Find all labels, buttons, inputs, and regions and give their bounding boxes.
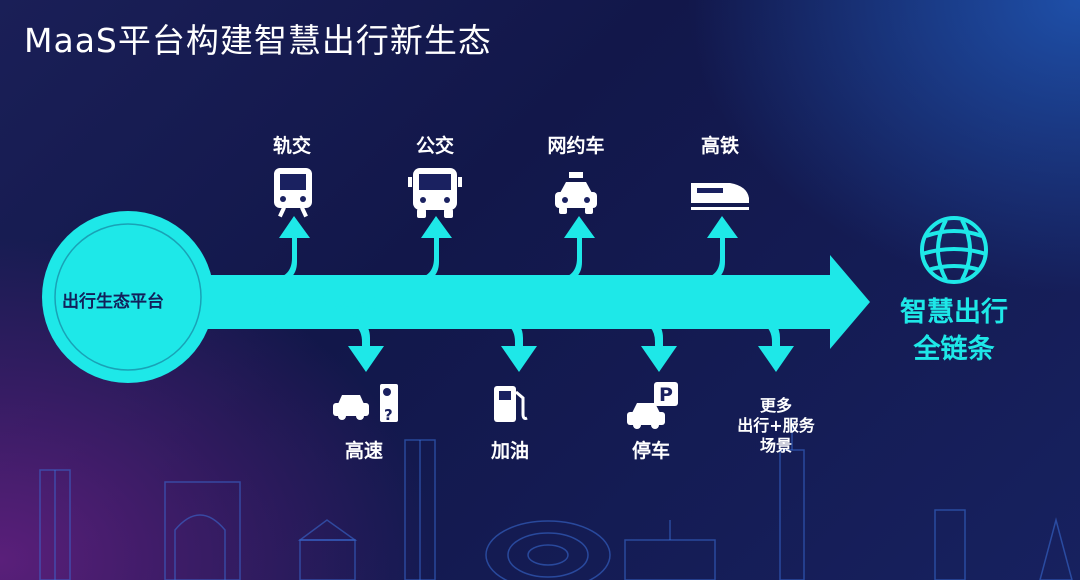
branch-up-taxi: [553, 216, 595, 284]
branch-down-toll: [335, 314, 384, 372]
main-arrow-shaft: [200, 275, 832, 329]
destination-label: 智慧出行 全链条: [880, 294, 1028, 368]
bus-icon: [408, 168, 462, 218]
svg-text:?: ?: [384, 406, 393, 424]
upper-label-taxi: 网约车: [547, 135, 605, 157]
more-line-3: 场景: [759, 436, 792, 455]
taxi-icon: [555, 172, 597, 214]
branch-up-rail: [696, 216, 738, 284]
destination-line-2: 全链条: [913, 334, 995, 365]
main-arrow-head: [830, 255, 870, 349]
service-label: “出行+”生态服务: [245, 296, 384, 316]
more-services-label: 更多 出行+服务 场景: [726, 396, 826, 456]
more-line-2: 出行+服务: [737, 416, 815, 435]
globe-icon: [920, 216, 988, 284]
branch-down-fuel: [488, 314, 537, 372]
high-speed-rail-icon: [691, 183, 749, 210]
branch-up-bus: [410, 216, 452, 284]
more-line-1: 更多: [759, 396, 792, 415]
page-title: MaaS平台构建智慧出行新生态: [24, 21, 492, 60]
parking-icon: P: [627, 382, 678, 429]
metro-icon: [274, 168, 312, 218]
hub-label: 出行生态平台: [62, 292, 164, 312]
lower-label-fuel: 加油: [490, 440, 529, 462]
branch-down-parking: [628, 314, 677, 372]
branch-up-metro: [268, 216, 310, 284]
branch-down-more: [745, 314, 794, 372]
upper-label-metro: 轨交: [272, 135, 311, 157]
svg-text:P: P: [659, 384, 673, 406]
upper-label-rail: 高铁: [700, 135, 739, 157]
lower-label-parking: 停车: [631, 440, 670, 462]
upper-label-bus: 公交: [415, 135, 454, 157]
hub-circle: [42, 211, 214, 383]
lower-label-toll: 高速: [344, 440, 383, 462]
fuel-pump-icon: [494, 386, 528, 422]
toll-gate-icon: ?: [333, 384, 398, 424]
destination-line-1: 智慧出行: [900, 297, 1008, 328]
